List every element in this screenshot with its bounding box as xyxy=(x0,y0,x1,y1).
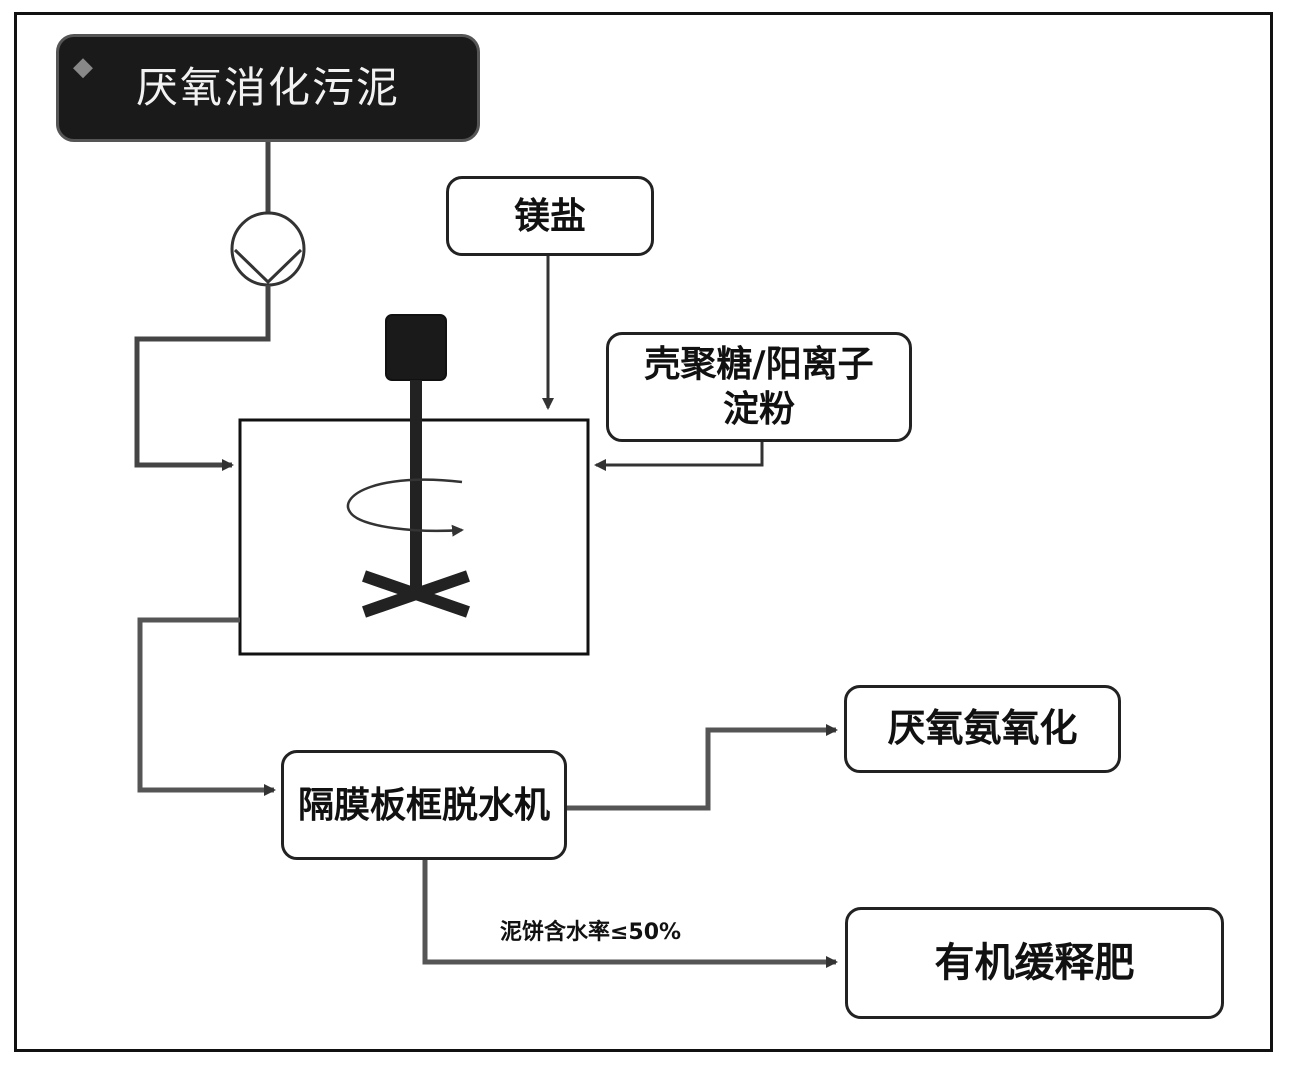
edge-pump-to-tank xyxy=(134,285,271,471)
node-anammox-label: 厌氧氨氧化 xyxy=(887,706,1078,751)
node-fertilizer-label: 有机缓释肥 xyxy=(934,940,1135,986)
edge-tank-to-dewater xyxy=(137,617,276,796)
edge-label-moisture: 泥饼含水率≤50% xyxy=(500,920,682,945)
agitator-motor-icon xyxy=(385,314,447,381)
edge-dewater-to-fertilizer xyxy=(422,860,838,968)
node-chitosan-cationic-starch: 壳聚糖/阳离子淀粉 xyxy=(606,332,912,442)
node-anammox: 厌氧氨氧化 xyxy=(844,685,1121,773)
node-magnesium-salt: 镁盐 xyxy=(446,176,654,256)
node-organic-slow-release-fertilizer: 有机缓释肥 xyxy=(845,907,1224,1019)
node-dewater-label: 隔膜板框脱水机 xyxy=(297,784,550,826)
node-source-label: 厌氧消化污泥 xyxy=(135,62,400,112)
node-magnesium-label: 镁盐 xyxy=(513,195,586,237)
rotation-arrow-icon xyxy=(346,478,464,537)
bullet-icon: ◆ xyxy=(73,52,95,82)
edge-dewater-to-anammox xyxy=(567,724,838,811)
node-diaphragm-filter-press: 隔膜板框脱水机 xyxy=(281,750,567,860)
edge-flocculant-to-tank xyxy=(594,442,764,471)
node-flocculant-label: 壳聚糖/阳离子淀粉 xyxy=(644,344,874,430)
agitator-impeller-icon xyxy=(362,570,470,618)
node-anaerobic-digested-sludge: ◆ 厌氧消化污泥 xyxy=(56,34,480,142)
pump-icon xyxy=(230,211,306,287)
